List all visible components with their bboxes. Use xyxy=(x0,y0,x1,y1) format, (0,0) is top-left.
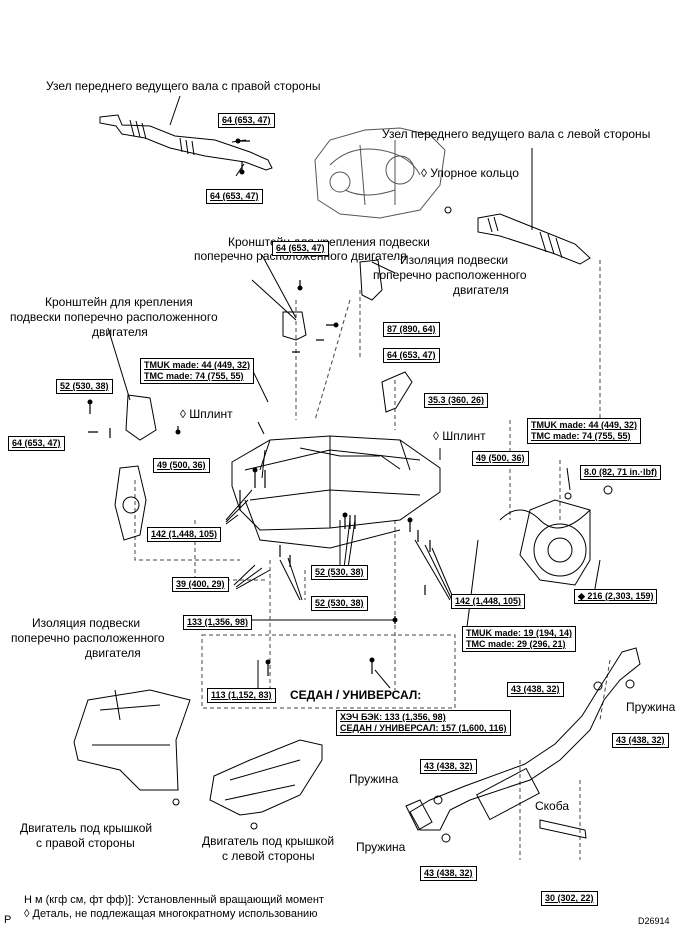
lh-drive-shaft xyxy=(444,206,591,265)
label-spring-mid: Пружина xyxy=(349,772,399,786)
torque-box: 43 (438, 32) xyxy=(612,733,669,748)
torque-box: 64 (653, 47) xyxy=(218,113,275,128)
torque-box: 64 (653, 47) xyxy=(8,436,65,451)
label-insulator-transverse-1: Изоляция подвески xyxy=(400,253,509,267)
label-cover-lh-1: Двигатель под крышкой xyxy=(202,834,335,848)
label-cover-rh-1: Двигатель под крышкой xyxy=(20,821,153,835)
legend-torque: Н м (кгф см, фт фф)]: Установленный вращ… xyxy=(24,894,324,906)
torque-box: 30 (302, 22) xyxy=(541,891,598,906)
label-insulator-bottom-1: Изоляция подвески xyxy=(32,616,141,630)
torque-box: 52 (530, 38) xyxy=(311,596,368,611)
figure-id: D26914 xyxy=(638,916,670,926)
crossmember xyxy=(231,371,441,549)
torque-box-hatch-sedan: ХЭЧ БЭК: 133 (1,356, 98) СЕДАН / УНИВЕРС… xyxy=(336,710,511,736)
leader-lines xyxy=(107,95,601,689)
label-cotter-pin-left: ◊ Шплинт xyxy=(180,407,233,421)
torque-box: 35.3 (360, 26) xyxy=(424,393,489,408)
torque-tmuk: TMUK made: 19 (194, 14) xyxy=(466,628,573,638)
torque-box-tmuk-tmc: TMUK made: 44 (449, 32) TMC made: 74 (75… xyxy=(140,358,255,384)
label-bracket-left-2: подвески поперечно расположенного xyxy=(10,310,218,324)
torque-tmc: TMC made: 29 (296, 21) xyxy=(466,639,566,649)
mount-parts xyxy=(114,259,383,541)
corner-mark: P xyxy=(4,914,12,926)
torque-hatch: ХЭЧ БЭК: 133 (1,356, 98) xyxy=(340,712,446,722)
torque-box: 52 (530, 38) xyxy=(311,565,368,580)
label-insulator-bottom-3: двигателя xyxy=(85,646,141,660)
torque-box: 113 (1,152, 83) xyxy=(207,688,276,703)
bolt-heads xyxy=(87,138,413,665)
engine-under-covers xyxy=(73,689,323,830)
transaxle-sketch xyxy=(314,127,446,219)
label-bracket-transverse-line2: поперечно расположенного двигателя xyxy=(194,249,407,263)
torque-box: 49 (500, 36) xyxy=(472,451,529,466)
torque-box: 142 (1,448, 105) xyxy=(147,527,222,542)
torque-box: 43 (438, 32) xyxy=(420,866,477,881)
label-thrust-ring: ◊ Упорное кольцо xyxy=(421,166,519,180)
torque-sedan: СЕДАН / УНИВЕРСАЛ: 157 (1,600, 116) xyxy=(340,723,507,733)
legend-non-reusable: ◊ Деталь, не подлежащая многократному ис… xyxy=(24,908,318,920)
label-cover-lh-2: с левой стороны xyxy=(222,849,315,863)
label-lh-drive-shaft: Узел переднего ведущего вала с левой сто… xyxy=(382,127,651,141)
label-bracket-clip: Скоба xyxy=(535,799,569,813)
torque-tmuk: TMUK made: 44 (449, 32) xyxy=(531,420,638,430)
torque-tmc: TMC made: 74 (755, 55) xyxy=(144,371,244,381)
torque-box: 8.0 (82, 71 in.·lbf) xyxy=(580,465,662,480)
rh-drive-shaft xyxy=(99,114,273,177)
torque-box: 64 (653, 47) xyxy=(206,189,263,204)
torque-box: 52 (530, 38) xyxy=(56,379,113,394)
torque-value: 216 (2,303, 159) xyxy=(587,591,654,601)
label-cover-rh-2: с правой стороны xyxy=(36,836,135,850)
torque-box: 43 (438, 32) xyxy=(507,682,564,697)
steering-knuckle xyxy=(499,485,613,586)
torque-box-tmuk-tmc: TMUK made: 19 (194, 14) TMC made: 29 (29… xyxy=(462,626,577,652)
torque-box: 142 (1,448, 105) xyxy=(451,594,526,609)
phantom-lines xyxy=(134,260,611,860)
torque-box: 49 (500, 36) xyxy=(153,458,210,473)
diamond-icon: ◆ xyxy=(578,591,588,601)
torque-box-non-reusable: ◆ 216 (2,303, 159) xyxy=(574,589,658,604)
label-insulator-transverse-2: поперечно расположенного xyxy=(373,268,527,282)
label-sedan-wagon: СЕДАН / УНИВЕРСАЛ: xyxy=(290,688,422,702)
label-cotter-pin-right: ◊ Шплинт xyxy=(433,429,486,443)
torque-tmc: TMC made: 74 (755, 55) xyxy=(531,431,631,441)
torque-box: 64 (653, 47) xyxy=(383,348,440,363)
label-bracket-left-1: Кронштейн для крепления xyxy=(45,295,193,309)
label-rh-drive-shaft: Узел переднего ведущего вала с правой ст… xyxy=(46,79,321,93)
torque-box: 133 (1,356, 98) xyxy=(183,615,253,630)
label-spring-top: Пружина xyxy=(626,700,676,714)
label-bracket-left-3: двигателя xyxy=(92,325,148,339)
torque-box-tmuk-tmc: TMUK made: 44 (449, 32) TMC made: 74 (75… xyxy=(527,418,642,444)
label-insulator-bottom-2: поперечно расположенного xyxy=(11,631,165,645)
bolts xyxy=(88,140,431,676)
torque-tmuk: TMUK made: 44 (449, 32) xyxy=(144,360,251,370)
torque-box: 87 (890, 64) xyxy=(383,322,440,337)
label-bracket-transverse-line1: Кронштейн для крепления подвески xyxy=(228,235,430,249)
torque-box: 43 (438, 32) xyxy=(420,759,477,774)
label-spring-low: Пружина xyxy=(356,840,406,854)
exhaust-pipe xyxy=(405,647,641,843)
label-insulator-transverse-3: двигателя xyxy=(453,283,509,297)
torque-box: 64 (653, 47) xyxy=(272,241,329,256)
torque-box: 39 (400, 29) xyxy=(172,577,229,592)
